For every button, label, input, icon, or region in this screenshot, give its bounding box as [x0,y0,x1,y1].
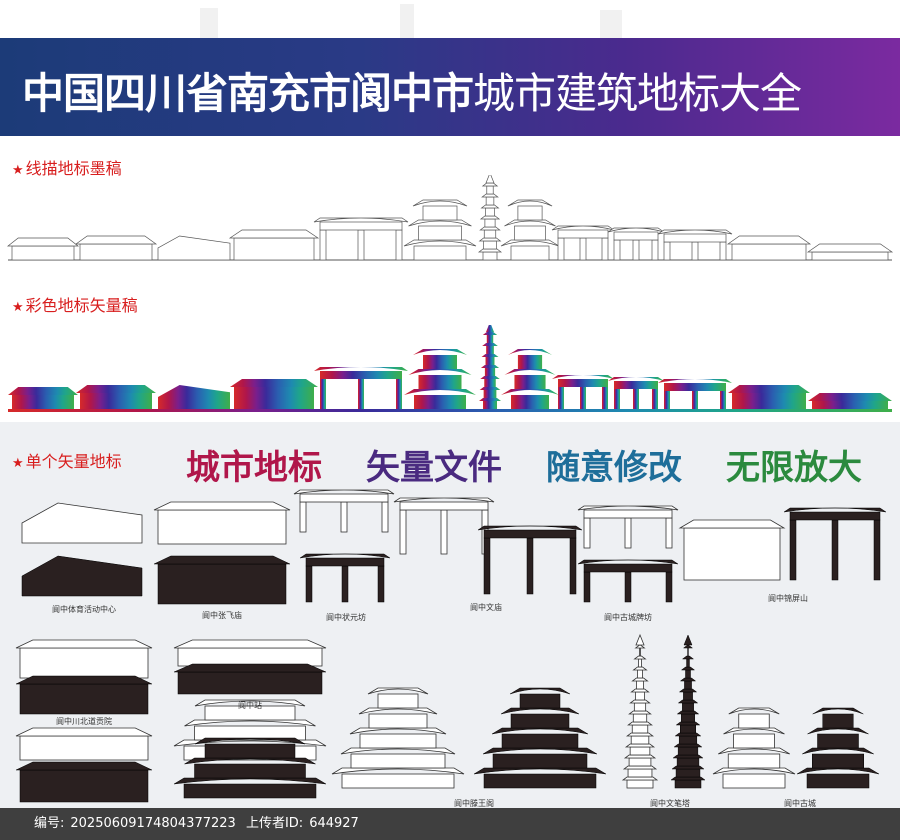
caption-ancient-city: 阆中古城 [784,799,816,808]
star-icon: ★ [12,163,24,178]
caption-wenbi-pagoda: 阆中文笔塔 [650,799,690,808]
footer-id-value: 20250609174804377223 [70,816,236,831]
slogan-2: 矢量文件 [366,448,502,488]
background-skyline [200,4,622,40]
section-label-single: ★单个矢量地标 [12,448,122,472]
section-label-single-text: 单个矢量地标 [25,452,122,471]
star-icon: ★ [12,456,24,471]
star-icon: ★ [12,300,24,315]
caption-zhangfei-temple: 阆中张飞庙 [202,611,242,620]
landmark-drawings [15,489,887,803]
slogan-4: 无限放大 [726,448,862,488]
landmark-grid [15,489,887,803]
caption-jinping-mountain: 阆中锦屏山 [768,594,808,603]
footer-uploader-label: 上传者ID: [245,816,304,831]
line-art-skyline [6,175,894,261]
page-title-bold: 中国四川省南充市阆中市 [22,69,474,118]
line-art-buildings [6,175,894,261]
slogan-3: 随意修改 [546,448,682,488]
page-title-normal: 城市建筑地标大全 [473,69,802,118]
slogan-1: 城市地标 [186,448,322,488]
page-title: 中国四川省南充市阆中市城市建筑地标大全 [22,60,802,121]
section-label-line-text: 线描地标墨稿 [25,159,122,178]
caption-tengwang-pavilion: 阆中滕王阁 [454,799,494,808]
caption-examination-hall: 阆中川北道贡院 [56,717,112,726]
color-buildings [8,325,892,412]
section-label-line: ★线描地标墨稿 [12,155,122,179]
title-banner: 中国四川省南充市阆中市城市建筑地标大全 [0,38,900,136]
caption-station: 阆中站 [238,701,262,710]
caption-ancient-city-arch: 阆中古城牌坊 [604,613,652,622]
caption-sports-center: 阆中体育活动中心 [52,605,116,614]
caption-confucius-temple: 阆中文庙 [470,603,502,612]
footer-bar: 编号: 20250609174804377223 上传者ID: 644927 [0,808,900,840]
footer-uploader-value: 644927 [309,816,359,831]
section-label-color: ★彩色地标矢量稿 [12,292,138,316]
caption-zhuangyuan-arch: 阆中状元坊 [326,613,366,622]
section-label-color-text: 彩色地标矢量稿 [25,296,138,315]
footer-id-label: 编号: [34,816,65,831]
color-skyline [8,325,892,412]
